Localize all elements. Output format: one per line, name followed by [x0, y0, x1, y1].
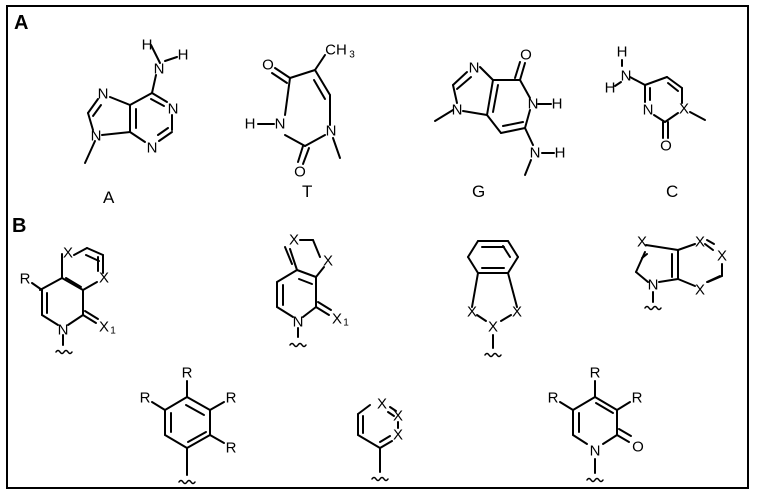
svg-text:O: O	[520, 47, 532, 64]
svg-text:X: X	[289, 232, 299, 249]
svg-text:X: X	[393, 408, 403, 425]
svg-text:X: X	[512, 304, 522, 321]
scaffold-b1: R X X N X 1	[20, 245, 116, 355]
panel-b-label: B	[12, 215, 27, 237]
svg-text:O: O	[294, 164, 306, 181]
svg-text:X: X	[377, 396, 387, 413]
svg-text:X: X	[695, 282, 705, 299]
svg-text:H: H	[245, 116, 256, 133]
svg-text:N: N	[648, 277, 659, 294]
svg-text:X: X	[63, 245, 73, 262]
svg-text:N: N	[275, 116, 286, 133]
svg-text:N: N	[168, 101, 179, 118]
svg-text:N: N	[528, 96, 539, 113]
scaffold-b7: R R R N O	[548, 365, 644, 483]
figure-frame	[6, 5, 749, 489]
svg-text:O: O	[632, 439, 644, 456]
svg-text:X: X	[679, 101, 689, 118]
svg-text:X: X	[467, 304, 477, 321]
svg-text:1: 1	[343, 318, 349, 329]
base-label-c: C	[666, 182, 679, 201]
svg-text:N: N	[293, 314, 304, 331]
panel-a-label: A	[14, 12, 29, 34]
svg-text:R: R	[140, 390, 151, 407]
svg-text:X: X	[332, 311, 342, 328]
svg-text:H: H	[142, 37, 153, 54]
svg-text:1: 1	[110, 326, 116, 337]
svg-text:H: H	[605, 80, 616, 97]
svg-text:X: X	[99, 270, 109, 287]
svg-text:H: H	[617, 44, 628, 61]
scaffold-b2: X X N X 1	[276, 232, 349, 348]
svg-text:X: X	[323, 253, 333, 270]
svg-text:N: N	[58, 322, 69, 339]
svg-text:X: X	[99, 319, 109, 336]
adenine-structure: N H H N N N N	[84, 37, 189, 164]
svg-text:3: 3	[349, 50, 355, 61]
svg-text:N: N	[469, 60, 480, 77]
svg-text:R: R	[548, 390, 559, 407]
svg-text:CH: CH	[325, 42, 347, 59]
svg-text:N: N	[147, 140, 158, 157]
svg-text:H: H	[555, 145, 566, 162]
svg-text:X: X	[695, 234, 705, 251]
cytosine-structure: H N H N X O	[605, 44, 706, 155]
scaffold-b4: X X X X N	[635, 234, 727, 311]
scaffold-b5: R R R R	[140, 365, 237, 485]
svg-text:O: O	[262, 57, 274, 74]
svg-text:R: R	[590, 365, 601, 382]
svg-text:R: R	[182, 365, 193, 382]
svg-text:N: N	[91, 128, 102, 145]
svg-text:X: X	[717, 248, 727, 265]
base-label-g: G	[472, 182, 486, 201]
svg-text:R: R	[20, 271, 31, 288]
svg-text:N: N	[326, 123, 337, 140]
thymine-structure: O O N H N CH 3	[245, 42, 356, 181]
svg-text:H: H	[178, 47, 189, 64]
scaffold-b6: X X X	[357, 396, 403, 482]
svg-text:N: N	[98, 86, 109, 103]
svg-text:N: N	[530, 145, 541, 162]
guanine-structure: N N N H N H O	[434, 47, 565, 176]
svg-text:X: X	[488, 319, 498, 336]
svg-text:N: N	[590, 443, 601, 460]
svg-text:X: X	[637, 234, 647, 251]
base-label-a: A	[103, 188, 115, 207]
svg-text:H: H	[552, 96, 563, 113]
svg-text:N: N	[643, 102, 654, 119]
scaffold-b3: X X X	[467, 240, 522, 358]
svg-text:R: R	[226, 390, 237, 407]
svg-text:R: R	[632, 390, 643, 407]
svg-text:X: X	[393, 427, 403, 444]
svg-text:N: N	[452, 102, 463, 119]
svg-text:R: R	[226, 440, 237, 457]
svg-text:N: N	[154, 61, 165, 78]
svg-text:O: O	[660, 138, 672, 155]
base-label-t: T	[302, 182, 313, 201]
svg-text:N: N	[621, 68, 632, 85]
